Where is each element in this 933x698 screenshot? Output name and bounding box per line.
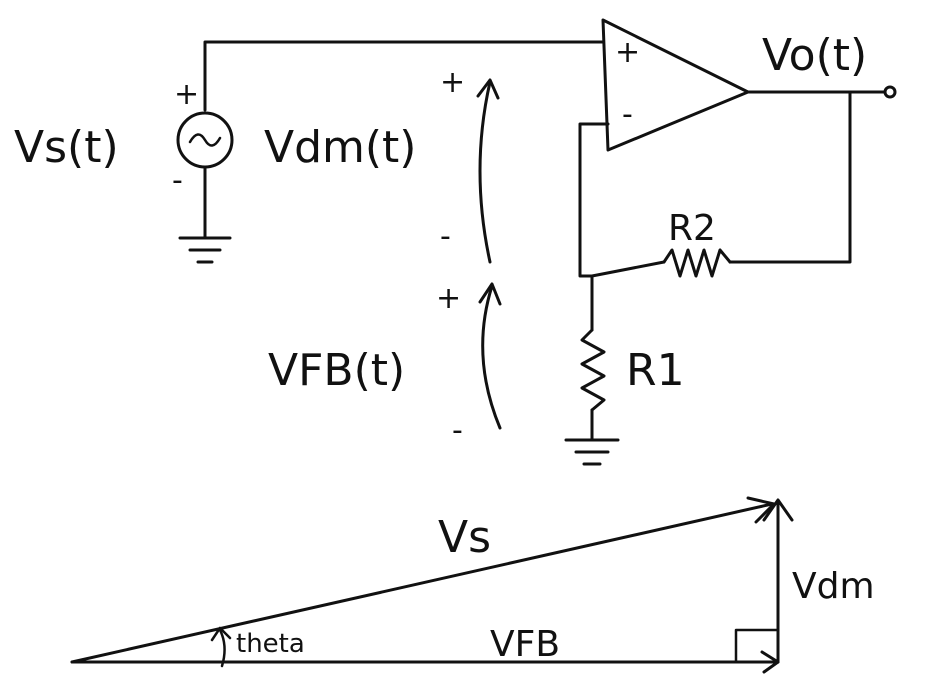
- vfb-arrowhead: [478, 282, 502, 306]
- phasor-hypotenuse-vs: [70, 502, 774, 664]
- wire-r2-to-node: [590, 260, 666, 278]
- label-diff-voltage: Vdm(t): [264, 122, 416, 173]
- opamp-plus-sign: +: [615, 35, 640, 70]
- vfb-vector-arrowhead: [760, 650, 780, 674]
- vdm-arrowhead: [476, 78, 500, 100]
- vdm-plus-sign: +: [440, 65, 465, 100]
- opamp-symbol: [601, 18, 750, 152]
- ground-source: [178, 236, 232, 264]
- label-r2: R2: [668, 208, 716, 249]
- label-output-voltage: Vo(t): [762, 30, 867, 81]
- resistor-r1: [580, 328, 606, 412]
- output-terminal: [883, 85, 897, 99]
- label-vdm: Vdm: [792, 566, 875, 607]
- opamp-minus-sign: -: [622, 97, 633, 132]
- vfb-arrow: [481, 284, 502, 430]
- opamp-circuit: + - + - Vs(t) Vdm(t) Vo(t) R2 R1 VFB(t): [14, 18, 897, 466]
- wire-source-to-noninverting: [203, 40, 605, 112]
- vfb-minus-sign: -: [452, 413, 463, 448]
- ground-r1: [564, 438, 620, 466]
- vdm-vector-arrowhead: [762, 498, 794, 522]
- vdm-minus-sign: -: [440, 219, 451, 254]
- right-angle-marker: [734, 628, 780, 664]
- sine-icon: [188, 133, 222, 147]
- label-feedback-voltage: VFB(t): [268, 345, 405, 396]
- source-minus-sign: -: [172, 163, 183, 198]
- label-theta: theta: [236, 629, 305, 659]
- wire-output-feedback: [728, 90, 852, 264]
- label-source-voltage: Vs(t): [14, 122, 119, 173]
- source-plus-sign: +: [174, 77, 199, 112]
- theta-arc: [218, 628, 226, 668]
- phasor-triangle: Vs VFB Vdm theta: [70, 496, 875, 674]
- vdm-arrow: [478, 80, 492, 264]
- label-vs: Vs: [438, 512, 491, 563]
- label-vfb: VFB: [490, 624, 560, 665]
- vfb-plus-sign: +: [436, 281, 461, 316]
- resistor-r2: [662, 248, 732, 278]
- theta-arc-arrowhead: [210, 626, 232, 642]
- wire-inverting-input: [578, 122, 610, 332]
- label-r1: R1: [626, 345, 685, 396]
